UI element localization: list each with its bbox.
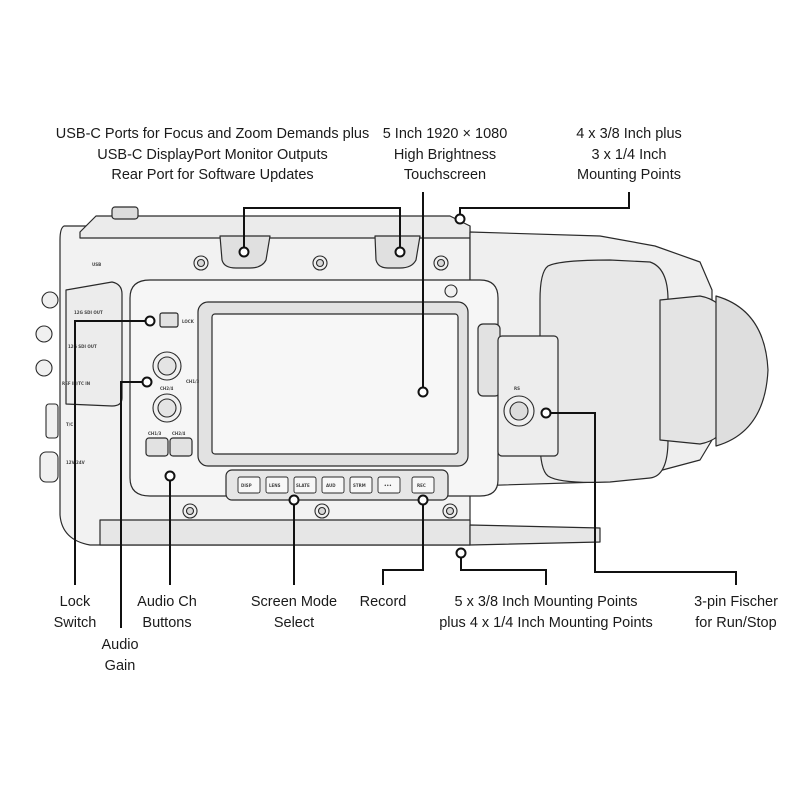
- callout-line: Switch: [53, 614, 97, 631]
- dot-bottom-mounting: [455, 547, 467, 559]
- callout-audio-ch: Audio Ch Buttons: [125, 592, 209, 633]
- dot-gain: [141, 376, 153, 388]
- aud-button: [321, 476, 345, 494]
- leader-gain: [120, 381, 147, 628]
- dot-lock: [144, 315, 156, 327]
- callout-audio-gain: Audio Gain: [85, 635, 155, 676]
- callout-line: High Brightness: [393, 146, 497, 163]
- callout-touchscreen: 5 Inch 1920 × 1080 High Brightness Touch…: [365, 124, 525, 186]
- callout-line: 5 x 3/8 Inch Mounting Points: [454, 594, 638, 610]
- bottom-base: [99, 519, 471, 546]
- touchscreen: [211, 313, 459, 455]
- leader-bottom-mounting: [460, 553, 547, 585]
- callout-fischer: 3-pin Fischer for Run/Stop: [680, 592, 792, 633]
- ref-connector: [35, 359, 53, 377]
- callout-line: Mounting Points: [577, 167, 681, 183]
- ch1-gain-label: CH1/3: [186, 379, 200, 384]
- ch1-button-label: CH1/3: [148, 431, 162, 436]
- callout-screen-mode: Screen Mode Select: [238, 592, 350, 633]
- dot-screen-mode: [288, 494, 300, 506]
- aud-button-label: AUD: [326, 483, 336, 488]
- callout-bottom-mounting: 5 x 3/8 Inch Mounting Points plus 4 x 1/…: [420, 592, 672, 633]
- strm-button-label: STRM: [353, 483, 366, 488]
- sdi-connector-2: [35, 325, 53, 343]
- strm-button: [349, 476, 373, 494]
- rs-label: RS: [514, 386, 520, 391]
- dot-touchscreen: [417, 386, 429, 398]
- top-knob: [111, 206, 139, 220]
- callout-line: plus 4 x 1/4 Inch Mounting Points: [439, 614, 653, 631]
- rec-button-label: REC: [417, 483, 426, 488]
- callout-line: for Run/Stop: [695, 614, 777, 631]
- callout-line: Rear Port for Software Updates: [111, 167, 314, 183]
- audio-ch-button-2: [169, 437, 193, 457]
- ch2-gain-label: CH2/4: [160, 386, 174, 391]
- callout-line: 3-pin Fischer: [694, 594, 778, 610]
- dot-fischer: [540, 407, 552, 419]
- sdi-connector-1: [41, 291, 59, 309]
- callout-line: 4 x 3/8 Inch plus: [576, 126, 682, 142]
- tc-label: T/C: [66, 422, 73, 427]
- callout-lock-switch: Lock Switch: [35, 592, 115, 633]
- dot-top-mounting: [454, 213, 466, 225]
- sdi-out-label-1: 12G SDI OUT: [74, 310, 103, 315]
- eyecup-plate: [539, 259, 669, 483]
- rs-panel: [497, 335, 559, 457]
- callout-line: USB-C Ports for Focus and Zoom Demands p…: [55, 126, 370, 142]
- callout-top-mounting: 4 x 3/8 Inch plus 3 x 1/4 Inch Mounting …: [549, 124, 709, 186]
- more-button-label: •••: [384, 483, 392, 488]
- lock-switch: [159, 312, 179, 328]
- callout-line: Select: [273, 614, 315, 631]
- tc-connector: [45, 403, 59, 439]
- ch2-button-label: CH2/4: [172, 431, 186, 436]
- more-button: [377, 476, 401, 494]
- disp-button: [237, 476, 261, 494]
- audio-ch-button-1: [145, 437, 169, 457]
- lens-button: [265, 476, 289, 494]
- rec-button: [411, 476, 435, 494]
- callout-line: Lock: [59, 594, 91, 610]
- callout-line: Audio: [101, 637, 139, 653]
- leader-lock: [74, 320, 150, 585]
- lens-ring: [715, 295, 769, 447]
- callout-line: Record: [359, 594, 407, 610]
- screen-side-pod: [477, 323, 501, 397]
- dot-usb-left: [238, 246, 250, 258]
- callout-usb-ports: USB-C Ports for Focus and Zoom Demands p…: [40, 124, 385, 186]
- bottom-rail: [469, 524, 601, 546]
- lens-button-label: LENS: [269, 483, 281, 488]
- callout-line: 3 x 1/4 Inch: [591, 146, 667, 163]
- dot-usb-right: [394, 246, 406, 258]
- top-plate: [79, 215, 471, 239]
- callout-record: Record: [348, 592, 418, 613]
- callout-line: Gain: [104, 657, 136, 674]
- callout-line: Screen Mode: [250, 594, 338, 610]
- callout-line: Touchscreen: [403, 167, 487, 183]
- sdi-out-label-2: 12G SDI OUT: [68, 344, 97, 349]
- slate-button: [293, 476, 317, 494]
- callout-line: Buttons: [142, 614, 192, 631]
- slate-button-label: SLATE: [296, 483, 310, 488]
- disp-button-label: DISP: [241, 483, 252, 488]
- callout-line: Audio Ch: [137, 594, 197, 610]
- ref-in-label: REF IN/TC IN: [62, 381, 90, 386]
- dot-audio-ch: [164, 470, 176, 482]
- leader-fischer: [546, 412, 737, 585]
- usb-port-label: USB: [92, 262, 101, 267]
- leader-record: [382, 500, 424, 585]
- callout-line: 5 Inch 1920 × 1080: [382, 126, 508, 142]
- leader-usb: [243, 207, 401, 250]
- leader-top-mounting: [459, 192, 630, 218]
- callout-line: USB-C DisplayPort Monitor Outputs: [97, 146, 328, 163]
- lock-label: LOCK: [182, 319, 195, 324]
- power-connector: [39, 451, 59, 483]
- dot-record: [417, 494, 429, 506]
